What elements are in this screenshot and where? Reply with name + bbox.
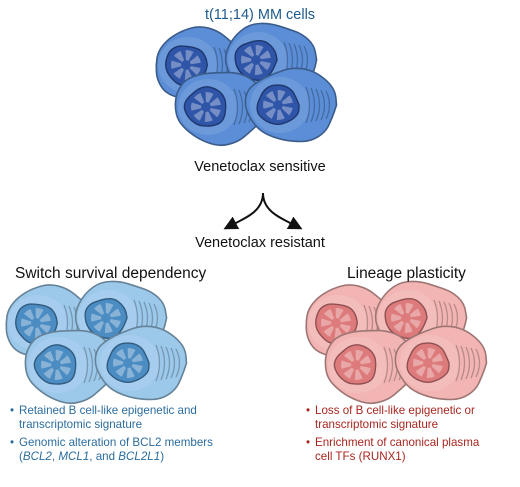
separator: , and [89, 449, 119, 463]
split-arrow [223, 192, 303, 230]
sensitive-label: Venetoclax sensitive [194, 159, 326, 175]
left-bullet-list: • Retained B cell-like epigenetic and tr… [10, 404, 213, 468]
left-bullet-2: • Genomic alteration of BCL2 members (BC… [10, 436, 213, 463]
right-cell-4 [394, 325, 488, 401]
gene-bcl2l1: BCL2L1 [118, 449, 161, 463]
left-bullet-1-line-1: Retained B cell-like epigenetic and [19, 404, 197, 417]
top-cell-cluster [155, 22, 338, 147]
left-bullet-2-line-2: (BCL2, MCL1, and BCL2L1) [19, 450, 213, 464]
bullet-dot: • [306, 436, 311, 450]
left-cell-3 [24, 329, 118, 405]
right-bullet-1-line-2: transcriptomic signature [315, 417, 439, 431]
top-cell-label: t(11;14) MM cells [204, 7, 316, 23]
right-cell-cluster [305, 280, 488, 405]
right-bullet-1-line-1: Loss of B cell-like epigenetic or [315, 404, 475, 417]
separator: , [51, 449, 59, 463]
gene-bcl2: BCL2 [22, 449, 52, 463]
bullet-dot: • [10, 404, 15, 417]
gene-mcl1: MCL1 [58, 449, 90, 463]
right-bullet-2: • Enrichment of canonical plasma cell TF… [306, 436, 479, 463]
left-bullet-1-line-2: transcriptomic signature [19, 417, 143, 431]
right-bullet-2-line-1: Enrichment of canonical plasma [315, 436, 480, 450]
top-cell-4 [244, 67, 338, 143]
paren-open: ( [19, 449, 23, 463]
right-bullet-1: • Loss of B cell-like epigenetic or tran… [306, 404, 479, 431]
left-branch-title: Switch survival dependency [15, 265, 207, 282]
bullet-dot: • [306, 404, 311, 417]
paren-close: ) [160, 449, 165, 463]
resistant-label: Venetoclax resistant [195, 235, 325, 251]
top-cell-3 [174, 71, 268, 147]
right-bullet-list: • Loss of B cell-like epigenetic or tran… [306, 404, 479, 468]
left-cell-4 [94, 325, 188, 401]
right-bullet-2-line-2: cell TFs (RUNX1) [315, 449, 406, 463]
right-cell-3 [324, 329, 418, 405]
right-branch-title: Lineage plasticity [347, 265, 466, 282]
left-bullet-1: • Retained B cell-like epigenetic and tr… [10, 404, 213, 431]
bullet-dot: • [10, 436, 15, 450]
left-bullet-2-line-1: Genomic alteration of BCL2 members [19, 436, 213, 450]
left-cell-cluster [5, 280, 188, 405]
